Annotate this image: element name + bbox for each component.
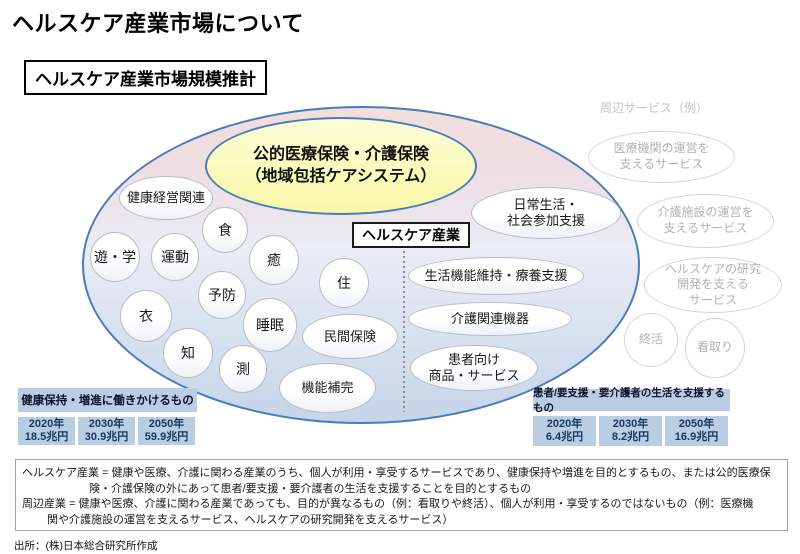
peripheral-services-label: 周辺サービス（例） [600, 101, 709, 115]
market-table-patient-cells: 2020年 6.4兆円 2030年 8.2兆円 2050年 16.9兆円 [533, 416, 730, 446]
bubble-housing: 住 [319, 258, 369, 308]
year-label: 2050年 [148, 418, 185, 430]
bubble-line: 患者向け [447, 352, 500, 368]
bubble-play-learn: 遊・学 [90, 232, 140, 282]
market-table-patient-title: 患者/要支援・要介護者の生活を支援するもの [533, 387, 730, 414]
section-label: ヘルスケア産業市場規模推計 [24, 60, 267, 95]
bubble-food: 食 [202, 207, 248, 253]
bubble-clothing: 衣 [120, 290, 172, 342]
definition-line: 関や介護施設の運営を支えるサービス、ヘルスケアの研究開発を支えるサービス） [47, 513, 454, 526]
market-table-health: 健康保持・増進に働きかけるもの 2020年 18.5兆円 2030年 30.9兆… [18, 388, 197, 445]
bubble-health-management: 健康経営関連 [119, 176, 213, 220]
definition-line: ヘルスケア産業 = 健康や医療、介護に関わる産業のうち、個人が利用・享受するサー… [22, 467, 771, 479]
year-label: 2020年 [546, 418, 583, 430]
value-label: 8.2兆円 [611, 431, 650, 443]
bubble-life-function-care-support: 生活機能維持・療養支援 [408, 257, 584, 295]
dotted-divider [403, 251, 405, 412]
bubble-prevention: 予防 [198, 271, 246, 319]
definitions-box: ヘルスケア産業 = 健康や医療、介護に関わる産業のうち、個人が利用・享受するサー… [15, 459, 788, 531]
value-label: 18.5兆円 [24, 431, 69, 443]
bubble-rnd-service: ヘルスケアの研究 開発を支える サービス [644, 257, 782, 313]
bubble-care-equipment: 介護関連機器 [408, 302, 572, 336]
public-insurance-line2: （地域包括ケアシステム） [245, 168, 437, 185]
bubble-line: 支えるサービス [663, 221, 748, 235]
market-table-health-cells: 2020年 18.5兆円 2030年 30.9兆円 2050年 59.9兆円 [18, 417, 197, 445]
bubble-private-insurance: 民間保険 [302, 314, 398, 359]
bubble-line: 介護関連機器 [450, 311, 529, 327]
value-label: 59.9兆円 [144, 431, 189, 443]
market-cell: 2030年 30.9兆円 [78, 417, 135, 445]
year-label: 2020年 [28, 418, 65, 430]
bubble-knowledge: 知 [163, 328, 213, 378]
bubble-line: 商品・サービス [428, 368, 520, 383]
market-cell: 2020年 18.5兆円 [18, 417, 75, 445]
market-cell: 2050年 59.9兆円 [138, 417, 195, 445]
bubble-end-of-life-planning: 終活 [624, 313, 678, 367]
value-label: 30.9兆円 [84, 431, 129, 443]
bubble-line: 介護施設の運営を [657, 205, 754, 220]
market-cell: 2030年 8.2兆円 [599, 416, 662, 446]
bubble-line: 医療機関の運営を [613, 141, 710, 156]
page-title: ヘルスケア産業市場について [12, 11, 304, 36]
bubble-line: 開発を支える [677, 277, 749, 292]
bubble-line: 終活 [638, 332, 663, 347]
bubble-measurement: 測 [219, 345, 267, 393]
year-label: 2030年 [88, 418, 125, 430]
market-cell: 2050年 16.9兆円 [665, 416, 728, 446]
bubble-line: 社会参加支援 [506, 213, 585, 228]
definition-line: 周辺産業 = 健康や医療、介護に関わる産業であっても、目的が異なるもの（例：看取… [22, 498, 754, 511]
bubble-patient-products: 患者向け 商品・サービス [410, 345, 538, 391]
bubble-daily-life-support: 日常生活・ 社会参加支援 [471, 187, 621, 239]
definition-line: 険・介護保険の外にあって患者/要支援・要介護者の生活を支援することを目的とするも… [89, 482, 532, 495]
market-table-patient: 患者/要支援・要介護者の生活を支援するもの 2020年 6.4兆円 2030年 … [533, 387, 730, 446]
bubble-line: 支えるサービス [619, 157, 704, 171]
year-label: 2050年 [678, 418, 715, 430]
public-insurance-ellipse: 公的医療保険・介護保険 （地域包括ケアシステム） [205, 117, 477, 215]
market-table-health-title: 健康保持・増進に働きかけるもの [18, 388, 197, 412]
bubble-line: サービス [688, 292, 737, 307]
healthcare-industry-label: ヘルスケア産業 [352, 222, 470, 248]
bubble-healing: 癒 [249, 235, 299, 285]
bubble-hospital-management-service: 医療機関の運営を 支えるサービス [588, 131, 735, 183]
bubble-line: 日常生活・ [513, 197, 579, 213]
value-label: 16.9兆円 [674, 431, 719, 443]
value-label: 6.4兆円 [545, 431, 584, 443]
bubble-line: ヘルスケアの研究 [664, 261, 761, 276]
source-note: 出所：(株)日本総合研究所作成 [14, 540, 158, 552]
public-insurance-line1: 公的医療保険・介護保険 [252, 146, 429, 164]
bubble-line: 看取り [696, 340, 733, 355]
year-label: 2030年 [612, 418, 649, 430]
bubble-care-facility-service: 介護施設の運営を 支えるサービス [637, 194, 774, 248]
bubble-sleep: 睡眠 [243, 298, 297, 352]
bubble-end-of-life-care: 看取り [685, 318, 745, 378]
bubble-exercise: 運動 [151, 233, 199, 281]
bubble-line: 生活機能維持・療養支援 [424, 268, 568, 284]
bubble-function-support: 機能補完 [279, 363, 376, 413]
market-cell: 2020年 6.4兆円 [533, 416, 596, 446]
